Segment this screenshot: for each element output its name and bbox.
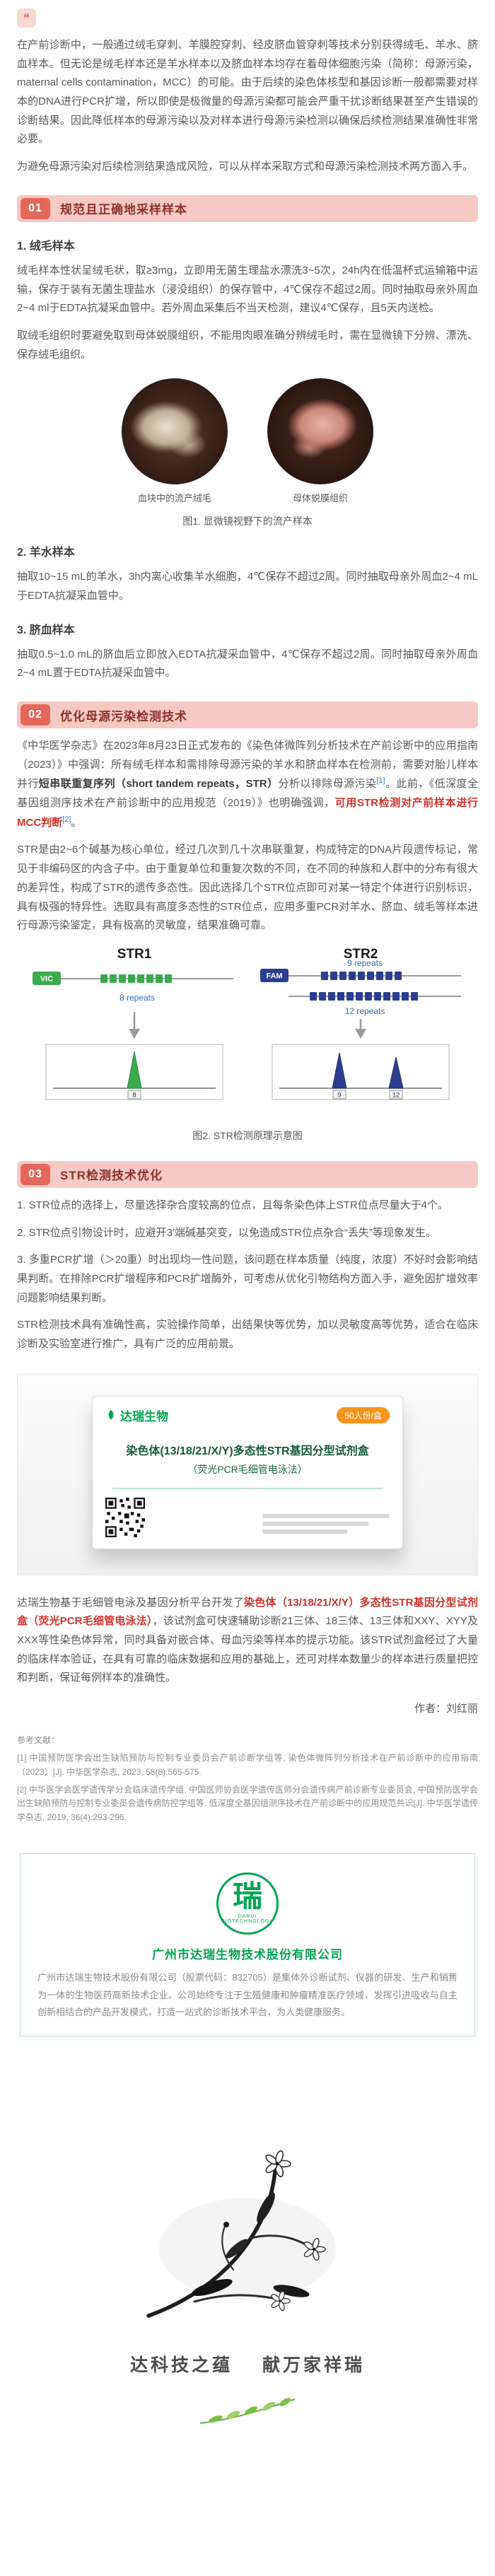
product-kit-box: 达瑞生物 50人份/盒 染色体(13/18/21/X/Y)多态性STR基因分型试… [92,1395,403,1549]
villus-paragraph-2: 取绒毛组织时要避免取到母体蜕膜组织，不能用肉眼准确分辨绒毛时，需在显微镜下分辨、… [17,329,478,361]
leaf-doodle [17,2389,478,2432]
text-run: 。 [71,816,82,829]
amniotic-paragraph: 抽取10~15 mL的羊水，3h内离心收集羊水细胞，4℃保存不超过2周。同时抽取… [17,571,478,602]
str2-label: STR2 [344,947,378,962]
figure2-caption: 图2. STR检测原理示意图 [192,1129,303,1141]
microscope-image-villus [122,378,228,485]
section-number-badge-2: 02 [21,704,50,725]
slogan: 达科技之蕴 献万家祥瑞 [17,2351,478,2377]
subheading-amniotic-fluid: 2. 羊水样本 [17,547,75,559]
reference-item-2: [2] 中华医学会医学遗传学分会临床遗传学组, 中国医师协会医学遗传医师分会遗传… [17,1784,478,1823]
ink-painting [146,2150,336,2318]
section-title-3: STR检测技术优化 [60,1169,163,1183]
allele-size-right-1: 9 [337,1091,341,1098]
optimization-point-3: 3. 多重PCR扩增（＞20重）时出现均一性问题，该问题在样本质量（纯度，浓度）… [17,1254,478,1304]
str2-allele2-repeats-label: 12 repeats [345,1006,385,1016]
divider [112,1487,383,1489]
product-name-red: 染色体（13/18/21/X/Y）多态性STR基因分型试剂盒（荧光PCR毛细管电… [17,1596,478,1628]
whitespace-spacer [17,2036,478,2143]
microscope-image-decidua [267,378,373,485]
references: 参考文献： [1] 中国预防医学会出生缺陷预防与控制专业委员会产前诊断学组等. … [17,1734,478,1825]
cord-blood-paragraph: 抽取0.5~1.0 mL的脐血后立即放入EDTA抗凝采血管中，4℃保存不超过2周… [17,648,478,680]
intro-paragraph-2: 为避免母源污染对后续检测结果造成风险，可以从样本采取方式和母源污染检测技术两方面… [17,161,474,173]
slogan-right: 献万家祥瑞 [262,2355,366,2375]
arrow-down-icon [355,1028,366,1039]
brand-name: 达瑞生物 [120,1409,168,1423]
product-name-line1: 染色体(13/18/21/X/Y)多态性STR基因分型试剂盒 [126,1445,369,1457]
blue-peak-1 [332,1052,347,1089]
figure1-caption: 图1. 显微镜视野下的流产样本 [182,515,313,528]
kit-size-badge: 50人份/盒 [337,1406,390,1423]
villus-paragraph-1: 绒毛样本性状呈绒毛状，取≥3mg，立即用无菌生理盐水漂洗3~5次，24h内在低温… [17,264,478,315]
intro-paragraph-1: 在产前诊断中，一般通过绒毛穿刺、羊膜腔穿刺、经皮脐血管穿刺等技术分别获得绒毛、羊… [17,39,478,146]
citation-ref-2: [2] [62,815,71,824]
company-logo: 瑞 DARUI BIOTECHNOLOGY [216,1872,279,1935]
ink-painting-figure [17,2143,478,2331]
text-run: 。此前，《低深度全基因组测序技术在产前诊断中的应用规范（2019）》也明确强调， [17,778,478,810]
section-title-2: 优化母源污染检测技术 [60,709,187,723]
text-run: ，该试剂盒可快速辅助诊断21三体、18三体、13三体和XXY、XYY及XXX等性… [17,1615,479,1684]
str1-repeat-units [100,974,172,983]
guideline-paragraph: 《中华医学杂志》在2023年8月23日正式发布的《染色体微阵列分析技术在产前诊断… [17,737,478,832]
str2-allele2-repeat-units [310,991,418,1001]
vic-dye-label: VIC [40,974,53,983]
section-banner-3: 03 STR检测技术优化 [17,1160,478,1188]
figure-2: STR1 STR2 VIC 8 repeats 9 repeats FAM 12… [17,947,478,1143]
product-name-line2: （荧光PCR毛细管电泳法） [187,1463,308,1475]
quote-icon: ❝ [17,8,36,28]
references-title: 参考文献： [17,1735,60,1746]
text-run: 《中华医学杂志》在2023年8月23日正式发布的《染色体微阵列分析技术在产前诊断… [17,740,478,791]
str1-repeats-count-label: 8 repeats [120,993,155,1003]
bud [223,2221,229,2227]
figure-1: 血块中的流产绒毛 母体蜕膜组织 [17,378,478,504]
str-term-bold: 短串联重复序列（short tandem repeats，STR） [38,778,279,791]
section-title-1: 规范且正确地采样样本 [60,203,187,217]
section-number-badge-1: 01 [21,197,50,219]
blossom-2 [303,2237,326,2261]
text-run: 分析以排除母源污染 [278,778,377,791]
company-logo-character: 瑞 [232,1881,262,1914]
green-leaves-icon [199,2398,296,2424]
company-intro-box: 瑞 DARUI BIOTECHNOLOGY 广州市达瑞生物技术股份有限公司 广州… [20,1853,475,2036]
brand-logo: 达瑞生物 [105,1406,168,1424]
subheading-chorionic-villus: 1. 绒毛样本 [17,240,75,252]
optimization-point-1: 1. STR位点的选择上，尽量选择杂合度较高的位点，且每条染色体上STR位点尽量… [17,1199,449,1211]
blossom-3 [271,2290,291,2312]
company-logo-subtext: DARUI BIOTECHNOLOGY [221,1914,274,1925]
str-principle-paragraph: STR是由2~6个碱基为核心单位，经过几次到几十次串联重复，构成特定的DNA片段… [17,844,478,932]
str2-allele1-repeats-label: 9 repeats [347,958,383,968]
figure1-caption-right: 母体蜕膜组织 [292,493,348,504]
section-banner-2: 02 优化母源污染检测技术 [17,701,478,728]
registration-fineprint [262,1510,390,1537]
highlight-red-text: 可用STR检测对产前样本进行MCC判断 [17,797,478,829]
green-peak [127,1051,142,1089]
str1-label: STR1 [117,947,152,962]
optimization-point-2: 2. STR位点引物设计时，应避开3′端碱基突变，以免造成STR位点杂合“丢失”… [17,1226,436,1239]
reference-item-1: [1] 中国预防医学会出生缺陷预防与控制专业委员会产前诊断学组等. 染色体微阵列… [17,1752,478,1777]
figure1-caption-left: 血块中的流产绒毛 [137,493,211,504]
subheading-cord-blood: 3. 脐血样本 [17,624,75,636]
slogan-left: 达科技之蕴 [129,2355,233,2375]
section-banner-1: 01 规范且正确地采样样本 [17,194,478,222]
section-number-badge-3: 03 [21,1163,50,1185]
citation-ref-1: [1] [376,776,385,786]
fam-dye-label: FAM [266,972,282,980]
leaf-icon [108,1410,114,1421]
allele-size-left: 8 [132,1091,136,1098]
product-description-paragraph: 达瑞生物基于毛细管电泳及基因分析平台开发了染色体（13/18/21/X/Y）多态… [17,1594,478,1688]
str-diagram: STR1 STR2 VIC 8 repeats 9 repeats FAM 12… [33,947,461,1100]
blossom-1 [265,2150,291,2177]
allele-size-right-2: 12 [392,1091,400,1098]
blue-peak-2 [388,1056,404,1089]
company-name: 广州市达瑞生物技术股份有限公司 [152,1947,343,1962]
str2-allele1-repeat-units [321,971,402,980]
company-description: 广州市达瑞生物技术股份有限公司（股票代码：832705）是集体外诊断试剂、仪器的… [37,1971,458,2018]
text-run: 达瑞生物基于毛细管电泳及基因分析平台开发了 [17,1596,244,1609]
arrow-down-icon [129,1028,140,1039]
qr-code [105,1497,145,1537]
author-byline: 作者：刘红丽 [414,1703,478,1715]
str-advantages-paragraph: STR检测技术具有准确性高，实验操作简单，出结果快等优势，加以灵敏度高等优势，适… [17,1319,478,1350]
product-photo: 达瑞生物 50人份/盒 染色体(13/18/21/X/Y)多态性STR基因分型试… [17,1373,478,1575]
